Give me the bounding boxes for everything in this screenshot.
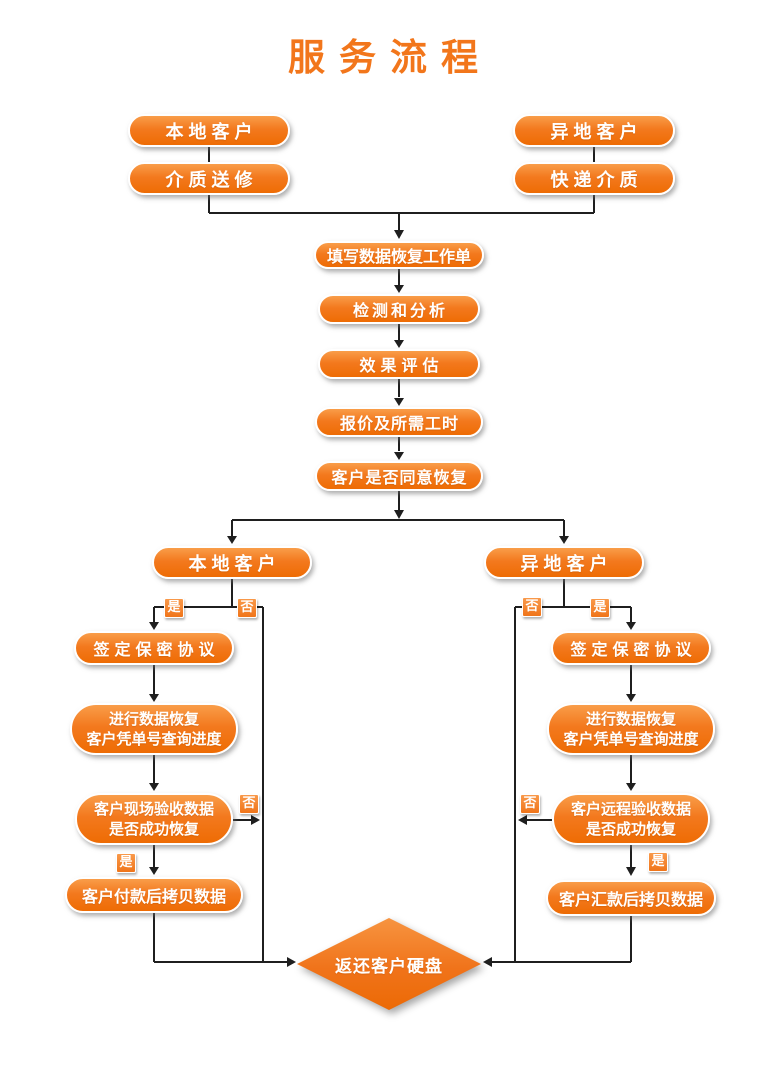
node-return-disk: 返还客户硬盘 [297, 918, 481, 1010]
node-do-recovery-left-line1: 进行数据恢复 [108, 709, 199, 728]
arrowheads [149, 230, 636, 967]
tag-no-left-branch: 否 [237, 598, 257, 618]
node-do-recovery-left: 进行数据恢复 客户凭单号查询进度 [70, 703, 238, 755]
node-remote-verify: 客户远程验收数据 是否成功恢复 [552, 793, 710, 845]
node-sign-nda-left: 签定保密协议 [74, 631, 234, 665]
node-fill-worksheet: 填写数据恢复工作单 [314, 241, 484, 269]
tag-no-left-verify: 否 [239, 794, 259, 814]
node-quote-work-hours: 报价及所需工时 [315, 407, 483, 437]
node-do-recovery-right-line1: 进行数据恢复 [585, 709, 676, 728]
tag-yes-right-branch: 是 [590, 598, 610, 618]
node-local-customer-branch: 本地客户 [152, 546, 312, 579]
node-onsite-verify-line1: 客户现场验收数据 [93, 799, 214, 818]
node-remit-then-copy: 客户汇款后拷贝数据 [546, 880, 716, 916]
node-pay-then-copy: 客户付款后拷贝数据 [65, 877, 243, 913]
node-media-send-repair: 介质送修 [128, 162, 290, 195]
node-express-media: 快递介质 [513, 162, 675, 195]
tag-no-right-verify: 否 [520, 794, 540, 814]
node-sign-nda-right: 签定保密协议 [551, 631, 711, 665]
tag-yes-right-remit: 是 [648, 852, 668, 872]
node-do-recovery-right-line2: 客户凭单号查询进度 [563, 730, 699, 748]
page-title: 服务流程 [288, 36, 492, 79]
tag-yes-left-pay: 是 [116, 853, 136, 873]
node-local-customer-top: 本地客户 [128, 114, 290, 147]
node-remote-customer-branch: 异地客户 [484, 546, 644, 579]
node-do-recovery-right: 进行数据恢复 客户凭单号查询进度 [547, 703, 715, 755]
node-remote-verify-line2: 是否成功恢复 [585, 820, 676, 838]
node-customer-agree: 客户是否同意恢复 [315, 461, 483, 491]
node-do-recovery-left-line2: 客户凭单号查询进度 [86, 730, 222, 748]
node-return-disk-wrap: 返还客户硬盘 [297, 918, 481, 1010]
node-onsite-verify: 客户现场验收数据 是否成功恢复 [75, 793, 233, 845]
tag-no-right-branch: 否 [522, 597, 542, 617]
node-onsite-verify-line2: 是否成功恢复 [108, 820, 199, 838]
node-remote-customer-top: 异地客户 [513, 114, 675, 147]
node-remote-verify-line1: 客户远程验收数据 [570, 799, 691, 818]
tag-yes-left-branch: 是 [164, 598, 184, 618]
node-detect-analyze: 检测和分析 [318, 294, 480, 324]
node-effect-evaluate: 效果评估 [318, 349, 480, 379]
